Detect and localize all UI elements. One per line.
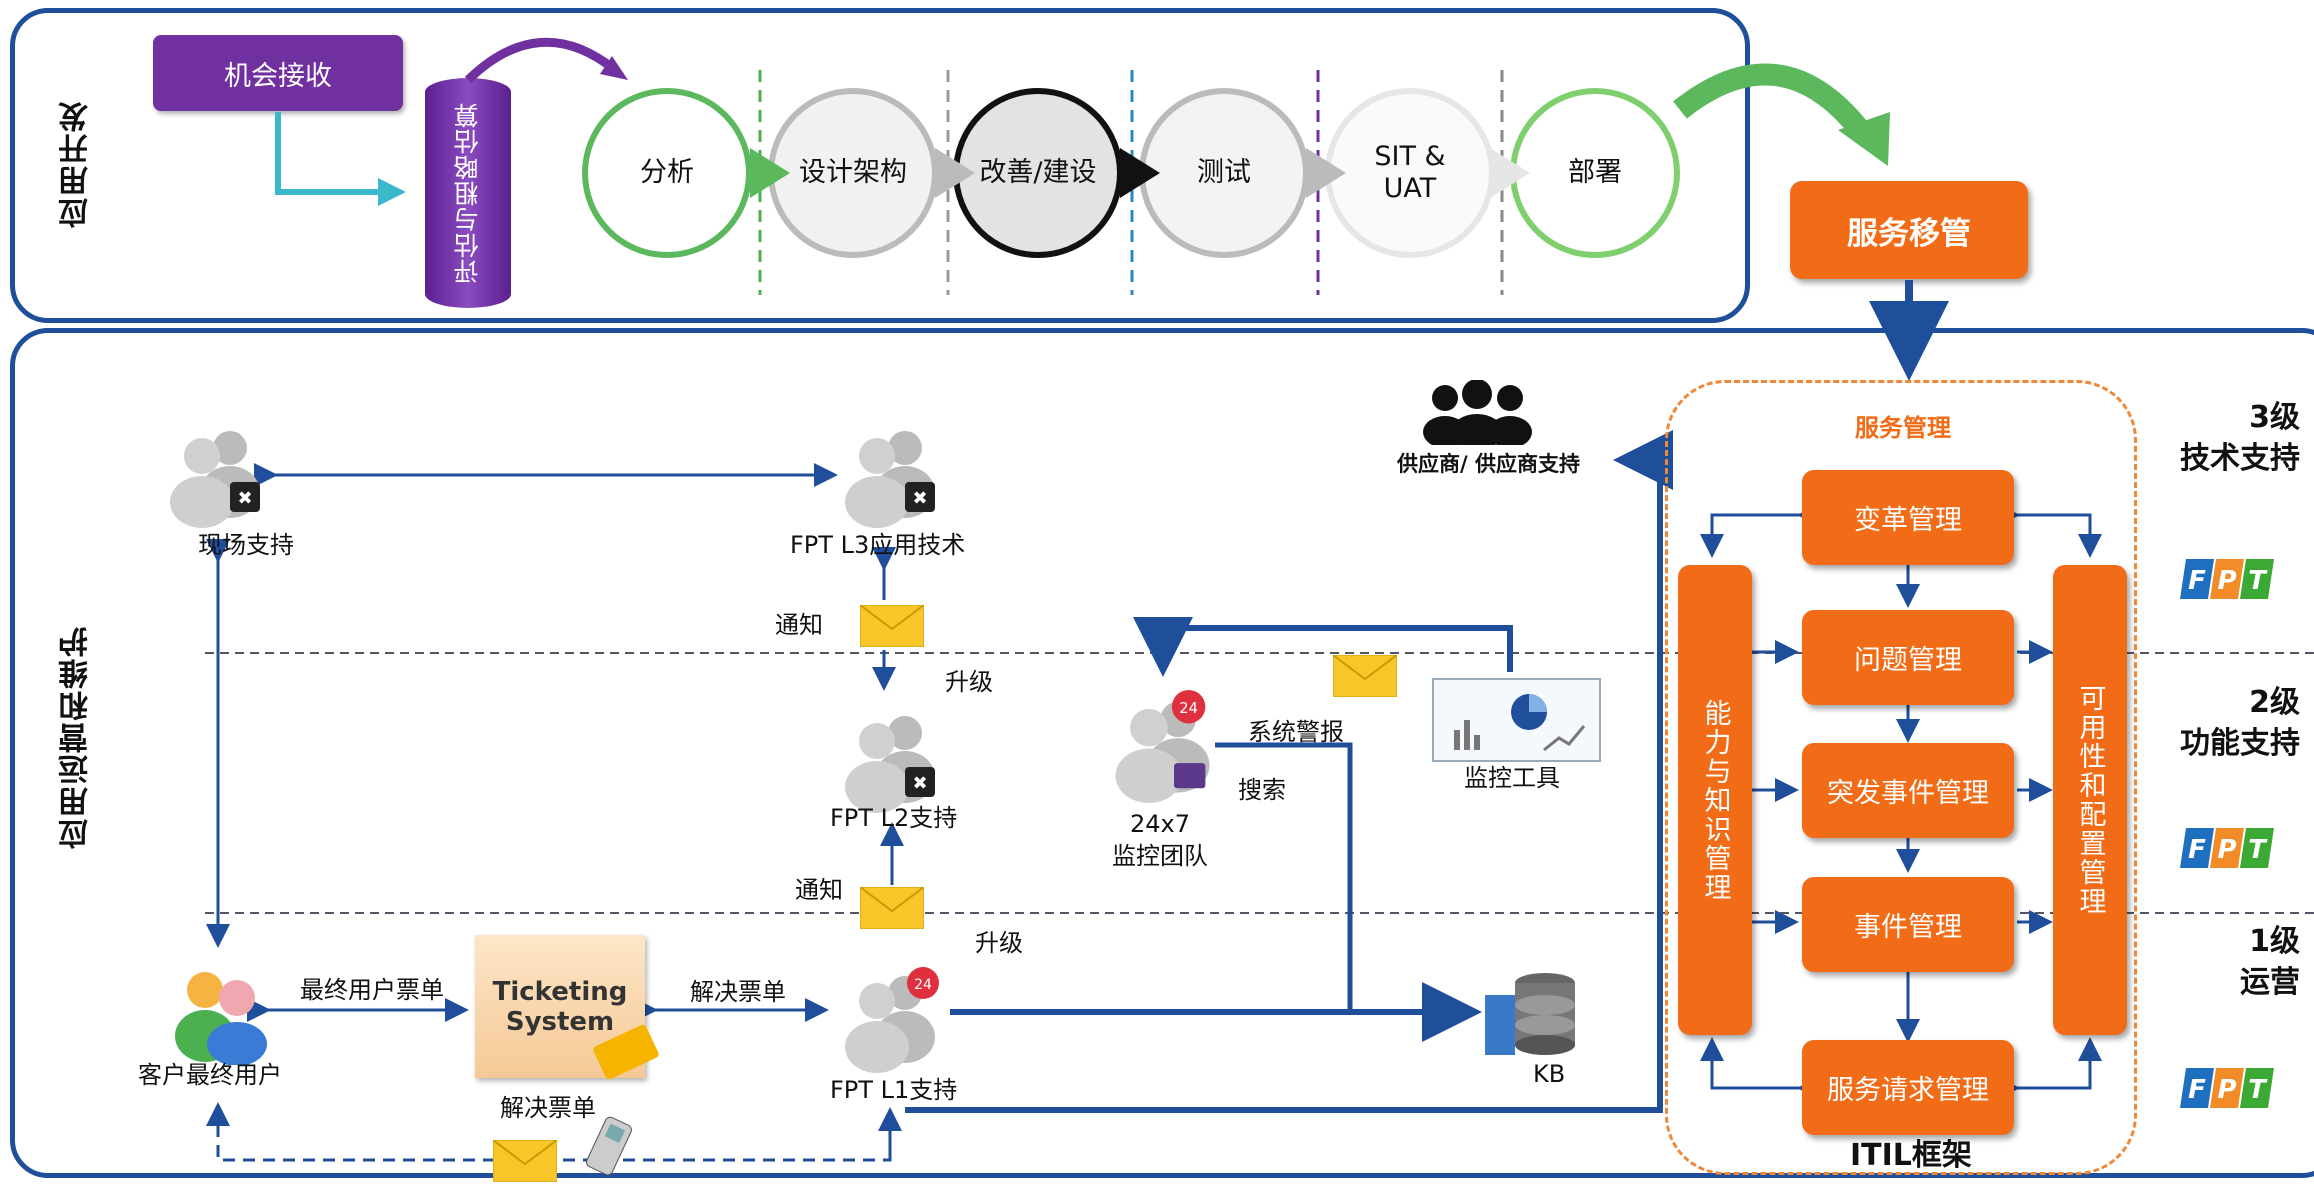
- phone-icon: [586, 1116, 632, 1176]
- svg-text:P: P: [2217, 1075, 2236, 1105]
- envelope-icon: [860, 605, 924, 647]
- level-3-number: 3级: [2249, 400, 2300, 435]
- l3-label: FPT L3应用技术: [790, 531, 966, 559]
- svg-text:P: P: [2217, 566, 2236, 596]
- level-2-name: 功能支持: [2180, 725, 2300, 761]
- ticketing-caption: 解决票单: [500, 1094, 596, 1122]
- svg-text:✖: ✖: [237, 488, 252, 509]
- itil-request-box: 服务请求管理: [1802, 1040, 2014, 1135]
- fpt-logo: F P T: [2180, 1068, 2274, 1108]
- svg-text:T: T: [2248, 835, 2268, 865]
- itil-footer: ITIL框架: [1850, 1138, 1972, 1173]
- l3-support-icon: ✖: [845, 431, 935, 528]
- itil-change-box: 变革管理: [1802, 470, 2014, 565]
- l1-support-icon: 24: [845, 967, 939, 1073]
- svg-text:24: 24: [914, 977, 932, 993]
- level-1-name: 运营: [2240, 964, 2300, 1000]
- phase-build: 改善/建设: [953, 88, 1123, 258]
- level-1-label: 1级 运营: [2160, 922, 2300, 1003]
- level-3-label: 3级 技术支持: [2160, 398, 2300, 479]
- ticketing-line2: System: [505, 1006, 615, 1037]
- opportunity-label: 机会接收: [224, 60, 332, 92]
- handover-box: 服务移管: [1790, 181, 2028, 279]
- kb-database-icon: [1485, 973, 1575, 1055]
- fpt-logo: F P T: [2180, 828, 2274, 868]
- monitor-tool-label: 监控工具: [1464, 764, 1560, 792]
- svg-text:F: F: [2188, 566, 2206, 596]
- itil-capacity-box: 能力与知识管理: [1678, 565, 1752, 1035]
- phase-design: 设计架构: [768, 88, 938, 258]
- svg-text:T: T: [2248, 1075, 2268, 1105]
- envelope-icon: [860, 887, 924, 929]
- svg-text:✖: ✖: [912, 773, 927, 794]
- resolve-ticket-label: 解决票单: [690, 978, 786, 1006]
- svg-text:24: 24: [1179, 700, 1198, 717]
- onsite-label: 现场支持: [198, 531, 294, 559]
- svg-text:F: F: [2188, 1075, 2206, 1105]
- monitor-tool-icon: [1432, 678, 1601, 762]
- svg-text:T: T: [2248, 566, 2268, 596]
- monitor-team-icon: 24: [1115, 690, 1210, 803]
- vendor-icon: [1423, 380, 1532, 445]
- notify-label-1: 通知: [775, 611, 823, 639]
- envelope-icon: [493, 1140, 557, 1182]
- escalate-label-1: 升级: [945, 668, 993, 696]
- monitor-team-label: 24x7 监控团队: [1112, 810, 1208, 871]
- estimate-cylinder: 评估与粗略估算: [425, 78, 511, 308]
- itil-availability-box: 可用性和配置管理: [2053, 565, 2127, 1035]
- svg-text:F: F: [2188, 835, 2206, 865]
- level-3-name: 技术支持: [2180, 440, 2300, 476]
- notify-label-2: 通知: [795, 876, 843, 904]
- itil-problem-box: 问题管理: [1802, 610, 2014, 705]
- level-2-number: 2级: [2249, 685, 2300, 720]
- customer-label: 客户最终用户: [138, 1061, 282, 1089]
- kb-label: KB: [1533, 1060, 1566, 1088]
- itil-header: 服务管理: [1855, 414, 1951, 442]
- l2-support-icon: ✖: [845, 716, 935, 813]
- customer-icon: [175, 972, 267, 1065]
- end-user-ticket-label: 最终用户票单: [300, 976, 444, 1004]
- phase-sit-uat: SIT & UAT: [1325, 88, 1495, 258]
- ticketing-line1: Ticketing: [492, 976, 628, 1007]
- phase-analysis: 分析: [582, 88, 752, 258]
- itil-dashed-frame: [1665, 380, 2137, 1175]
- l1-label: FPT L1支持: [830, 1076, 958, 1104]
- svg-text:P: P: [2217, 835, 2236, 865]
- svg-text:✖: ✖: [912, 488, 927, 509]
- itil-event-box: 事件管理: [1802, 877, 2014, 972]
- search-label: 搜索: [1238, 776, 1286, 804]
- system-alert-label: 系统警报: [1248, 718, 1344, 746]
- itil-incident-box: 突发事件管理: [1802, 743, 2014, 838]
- level-1-number: 1级: [2249, 924, 2300, 959]
- ticketing-system-box: Ticketing System: [475, 935, 660, 1081]
- envelope-icon: [1333, 655, 1397, 697]
- vendor-label: 供应商/ 供应商支持: [1397, 452, 1580, 476]
- fpt-logo: F P T: [2180, 559, 2274, 599]
- opportunity-box: 机会接收: [153, 35, 403, 111]
- onsite-support-icon: ✖: [170, 431, 260, 528]
- level-2-label: 2级 功能支持: [2160, 683, 2300, 764]
- l2-label: FPT L2支持: [830, 804, 958, 832]
- escalate-label-2: 升级: [975, 929, 1023, 957]
